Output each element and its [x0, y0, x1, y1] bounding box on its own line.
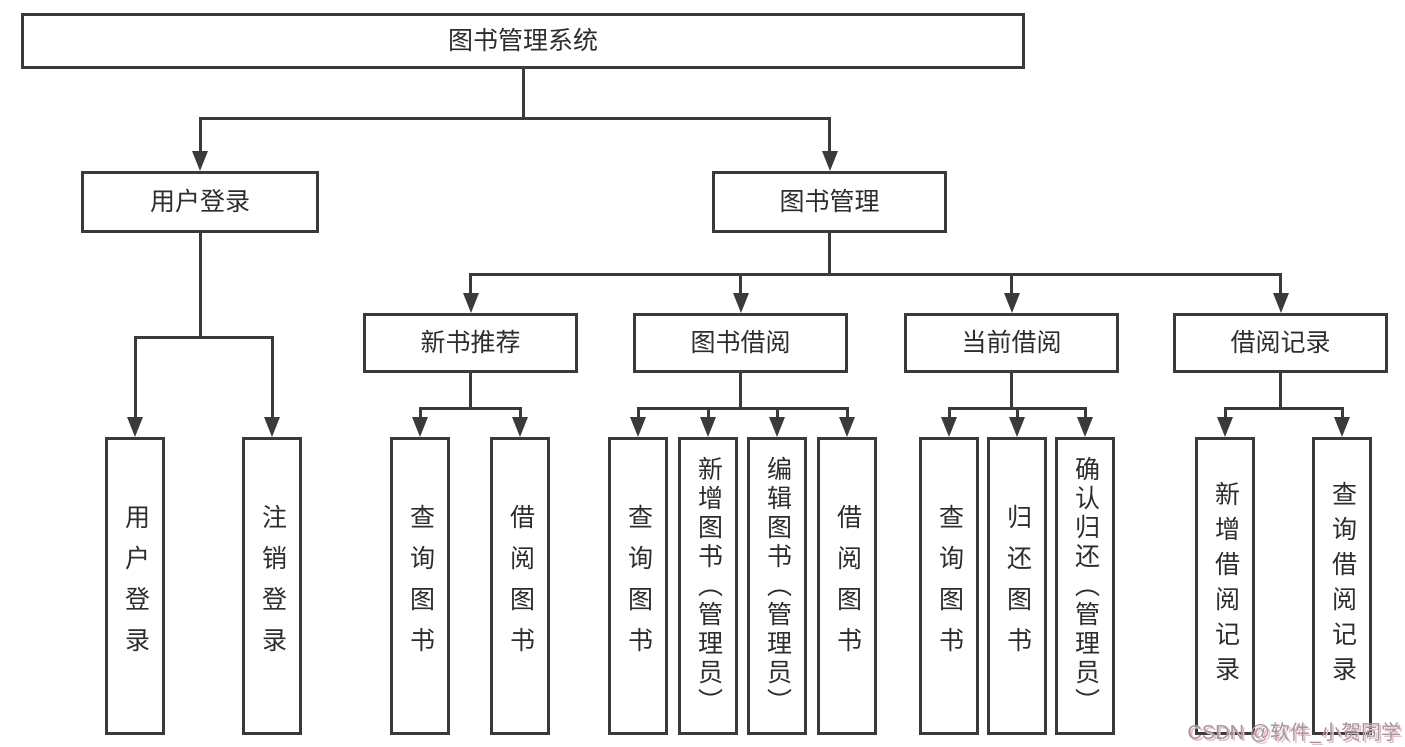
- node-book-management: 图书管理: [712, 171, 947, 233]
- leaf-label: 借阅图书: [506, 504, 535, 668]
- leaf-query-books-recommend: 查询图书: [390, 437, 450, 735]
- arrowhead-down-icon: [821, 151, 838, 171]
- leaf-borrow-books-borrowing: 借阅图书: [817, 437, 877, 735]
- leaf-borrow-books-recommend: 借阅图书: [490, 437, 550, 735]
- connector-drop: [270, 336, 274, 418]
- node-label: 当前借阅: [961, 328, 1062, 357]
- connector-bus-recommend-leaves: [420, 407, 521, 410]
- leaf-label: 归还图书: [1003, 504, 1032, 668]
- connector-drop: [1010, 273, 1013, 294]
- arrowhead-down-icon: [127, 417, 143, 437]
- connector-drop: [1015, 407, 1019, 418]
- arrowhead-down-icon: [412, 417, 428, 437]
- connector-stem-book-management: [828, 233, 831, 276]
- connector-drop: [1279, 273, 1282, 294]
- node-borrowing-records: 借阅记录: [1173, 313, 1388, 373]
- connector-drop: [469, 273, 472, 294]
- connector-drop: [1083, 407, 1087, 418]
- connector-drop: [133, 336, 137, 418]
- arrowhead-down-icon: [1003, 293, 1020, 313]
- leaf-label: 查询图书: [406, 504, 435, 668]
- arrowhead-down-icon: [1272, 293, 1289, 313]
- connector-stem-root: [521, 69, 525, 120]
- arrowhead-down-icon: [462, 293, 479, 313]
- node-label: 图书管理: [779, 187, 880, 216]
- arrowhead-down-icon: [1217, 417, 1233, 437]
- arrowhead-down-icon: [941, 417, 957, 437]
- node-current-borrowing: 当前借阅: [904, 313, 1119, 373]
- arrowhead-down-icon: [769, 417, 785, 437]
- leaf-add-borrow-record: 新增借阅记录: [1195, 437, 1255, 735]
- arrowhead-down-icon: [839, 417, 855, 437]
- node-user-login: 用户登录: [81, 171, 319, 233]
- leaf-query-borrow-record: 查询借阅记录: [1312, 437, 1372, 735]
- arrowhead-down-icon: [1009, 417, 1025, 437]
- leaf-query-books-current: 查询图书: [919, 437, 979, 735]
- connector-drop: [775, 407, 779, 418]
- arrowhead-down-icon: [1334, 417, 1350, 437]
- connector-drop: [636, 407, 640, 418]
- node-system-root: 图书管理系统: [21, 13, 1025, 69]
- connector-drop: [947, 407, 951, 418]
- leaf-logout: 注销登录: [242, 437, 302, 735]
- node-new-book-recommend: 新书推荐: [363, 313, 578, 373]
- leaf-label: 查询借阅记录: [1328, 481, 1357, 691]
- connector-bus-borrowing-leaves: [636, 407, 849, 410]
- leaf-return-books: 归还图书: [987, 437, 1047, 735]
- arrowhead-down-icon: [264, 417, 280, 437]
- node-book-borrowing: 图书借阅: [633, 313, 848, 373]
- arrowhead-down-icon: [192, 151, 208, 171]
- connector-drop: [739, 273, 742, 294]
- leaf-label: 新增图书（管理员）: [694, 455, 723, 717]
- connector-stem-borrowing-records: [1279, 373, 1282, 410]
- leaf-label: 借阅图书: [833, 504, 862, 668]
- connector-drop: [706, 407, 710, 418]
- leaf-label: 确认归还（管理员）: [1071, 455, 1100, 717]
- leaf-edit-book-admin: 编辑图书（管理员）: [747, 437, 807, 735]
- node-label: 借阅记录: [1230, 328, 1331, 357]
- node-label: 用户登录: [149, 187, 250, 216]
- connector-stem-new-book-recommend: [469, 373, 472, 410]
- connector-stem-book-borrowing: [739, 373, 742, 410]
- connector-stem-current-borrowing: [1010, 373, 1013, 410]
- arrowhead-down-icon: [732, 293, 749, 313]
- connector-bus-user-login: [133, 336, 274, 339]
- connector-drop: [518, 407, 522, 418]
- leaf-label: 查询图书: [624, 504, 653, 668]
- connector-drop: [845, 407, 849, 418]
- connector-bus-level2: [200, 117, 831, 120]
- leaf-label: 新增借阅记录: [1211, 481, 1240, 691]
- arrowhead-down-icon: [512, 417, 528, 437]
- arrowhead-down-icon: [700, 417, 716, 437]
- leaf-query-books-borrowing: 查询图书: [608, 437, 668, 735]
- connector-bus-level3: [469, 273, 1282, 276]
- connector-drop: [1223, 407, 1227, 418]
- leaf-label: 查询图书: [935, 504, 964, 668]
- node-label: 新书推荐: [420, 328, 521, 357]
- leaf-user-login: 用户登录: [105, 437, 165, 735]
- connector-drop: [828, 117, 831, 152]
- arrowhead-down-icon: [1077, 417, 1093, 437]
- node-label: 图书管理系统: [447, 26, 598, 55]
- leaf-confirm-return-admin: 确认归还（管理员）: [1055, 437, 1115, 735]
- connector-stem-user-login: [198, 233, 202, 339]
- node-label: 图书借阅: [690, 328, 791, 357]
- leaf-label: 用户登录: [121, 504, 150, 668]
- connector-drop: [418, 407, 422, 418]
- connector-drop: [198, 117, 202, 152]
- arrowhead-down-icon: [630, 417, 646, 437]
- leaf-add-book-admin: 新增图书（管理员）: [678, 437, 738, 735]
- connector-drop: [1340, 407, 1344, 418]
- leaf-label: 编辑图书（管理员）: [763, 455, 792, 717]
- connector-bus-records-leaves: [1223, 407, 1344, 410]
- leaf-label: 注销登录: [258, 504, 287, 668]
- watermark-text: CSDN @软件_小贺同学: [1187, 722, 1401, 744]
